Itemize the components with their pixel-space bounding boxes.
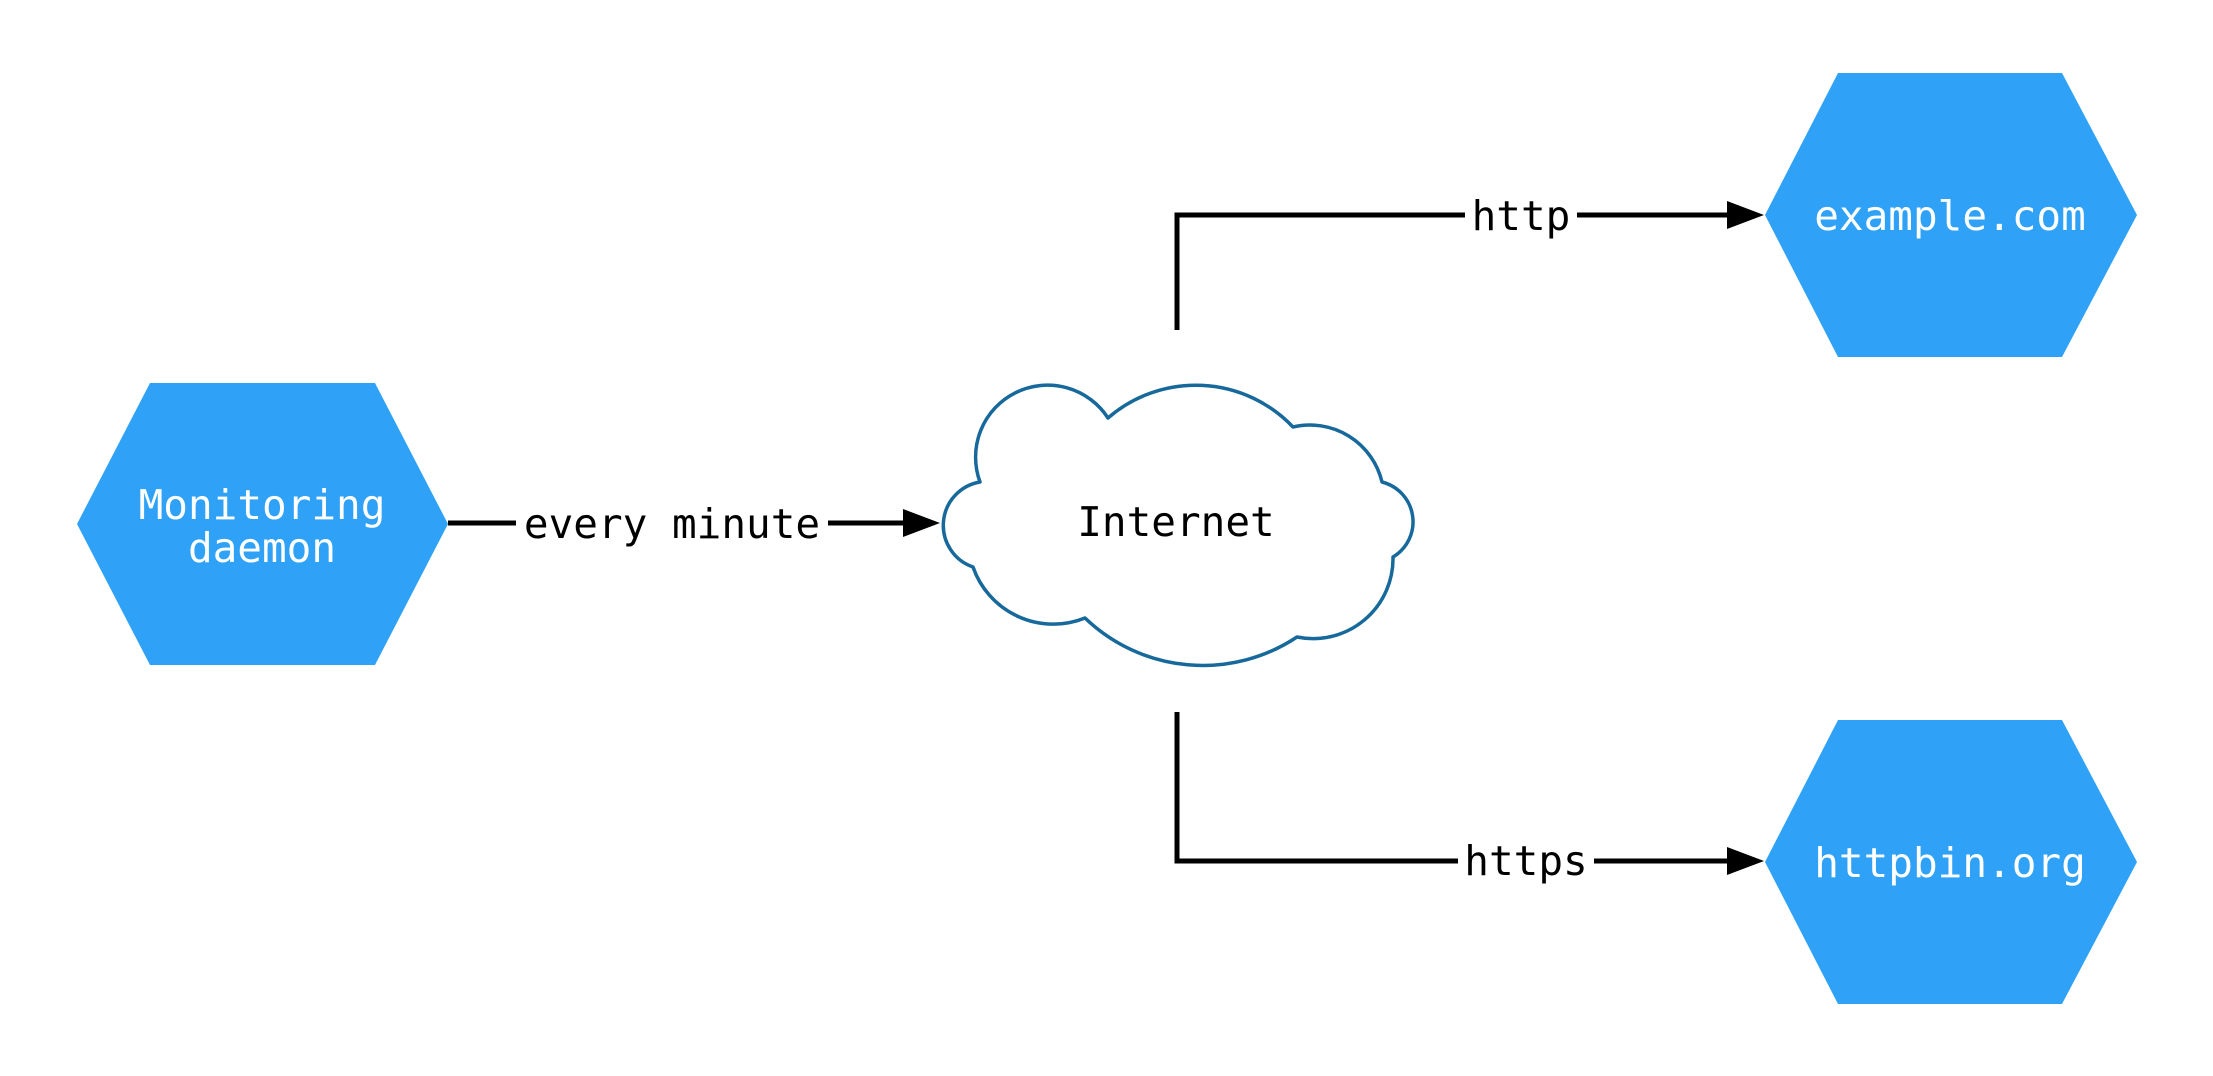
edge-label-http: http [1472,192,1571,240]
cloud-shape [941,383,1415,668]
node-httpbin-org: httpbin.org [1765,720,2137,1004]
edge-label-every-minute: every minute [524,500,820,548]
edge-http-line [1174,212,1729,330]
arrowhead-icon [1727,847,1764,875]
node-monitoring-daemon: Monitoring daemon [77,383,448,665]
edge-label-https: https [1464,837,1587,885]
hexagon-shape [77,383,448,665]
arrowhead-icon [1727,201,1764,229]
node-internet: Internet [941,383,1415,668]
node-label-monitoring-line2: daemon [188,524,336,572]
node-label-httpbin-org: httpbin.org [1814,839,2086,887]
edge-label-bg [516,496,828,550]
node-label-internet: Internet [1077,498,1274,546]
node-label-example-com: example.com [1814,192,2086,240]
arrowhead-icon [903,509,940,537]
edge-https-line [1174,712,1729,864]
edge-label-bg [1465,189,1577,241]
node-example-com: example.com [1765,73,2137,357]
hexagon-shape [1765,73,2137,357]
node-label-monitoring-line1: Monitoring [139,481,386,529]
edge-label-bg [1458,834,1594,886]
hexagon-shape [1765,720,2137,1004]
